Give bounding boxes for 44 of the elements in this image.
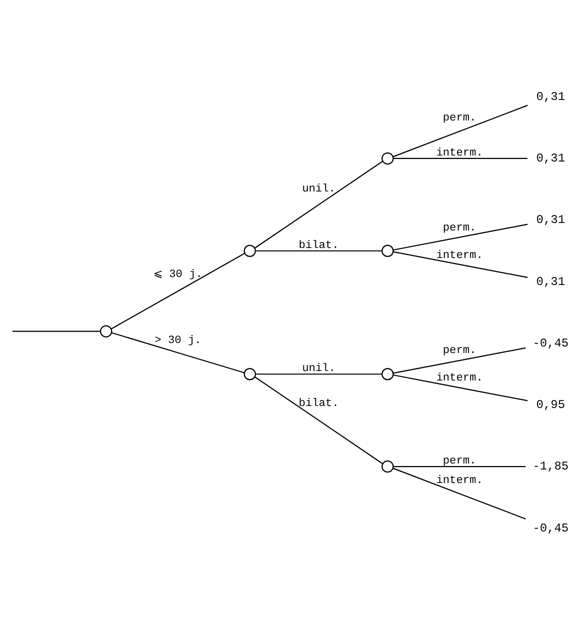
connector [394, 466, 526, 468]
edge-label: bilat. [298, 240, 339, 252]
edge-label: unil. [302, 363, 336, 376]
edge-label: perm. [442, 112, 476, 124]
connector [393, 251, 528, 278]
edge-label: perm. [442, 455, 476, 468]
node-text: 0,95 [536, 398, 566, 412]
node-text: -1,85 [532, 460, 569, 474]
connector [392, 468, 526, 520]
edge-label: perm. [442, 345, 476, 358]
connector [393, 347, 526, 374]
connector [394, 158, 528, 159]
edge-label: interm. [436, 372, 483, 384]
connector [254, 160, 383, 248]
connector [256, 374, 382, 375]
edge-label: perm. [442, 222, 476, 235]
node-circle [382, 368, 394, 380]
node-text: -0,45 [532, 336, 569, 350]
connector [111, 252, 245, 330]
connector [393, 224, 528, 251]
node-circle [100, 325, 112, 338]
node-text: 0,31 [536, 274, 566, 289]
node-text: 0,31 [536, 152, 566, 166]
edge-label: interm. [436, 250, 483, 262]
connector [393, 374, 528, 402]
edge-label: unil. [302, 183, 336, 196]
node-circle [382, 244, 394, 257]
connector [256, 250, 382, 252]
edge-label: > 30 j. [154, 334, 202, 347]
node-circle [244, 368, 256, 380]
edge-label: interm. [436, 475, 483, 488]
edge-label: bilat. [298, 398, 339, 410]
edge-label: interm. [436, 147, 483, 160]
edge-label: ⩽ 30 j. [153, 268, 202, 281]
node-circle [382, 152, 394, 165]
node-circle [382, 460, 394, 473]
node-circle [244, 244, 256, 257]
connector [111, 332, 245, 374]
connector [254, 376, 383, 464]
connector [392, 104, 528, 158]
node-text: 0,31 [536, 213, 566, 228]
node-text: 0,31 [536, 90, 566, 104]
node-text: -0,45 [532, 521, 569, 536]
connector [12, 330, 100, 332]
